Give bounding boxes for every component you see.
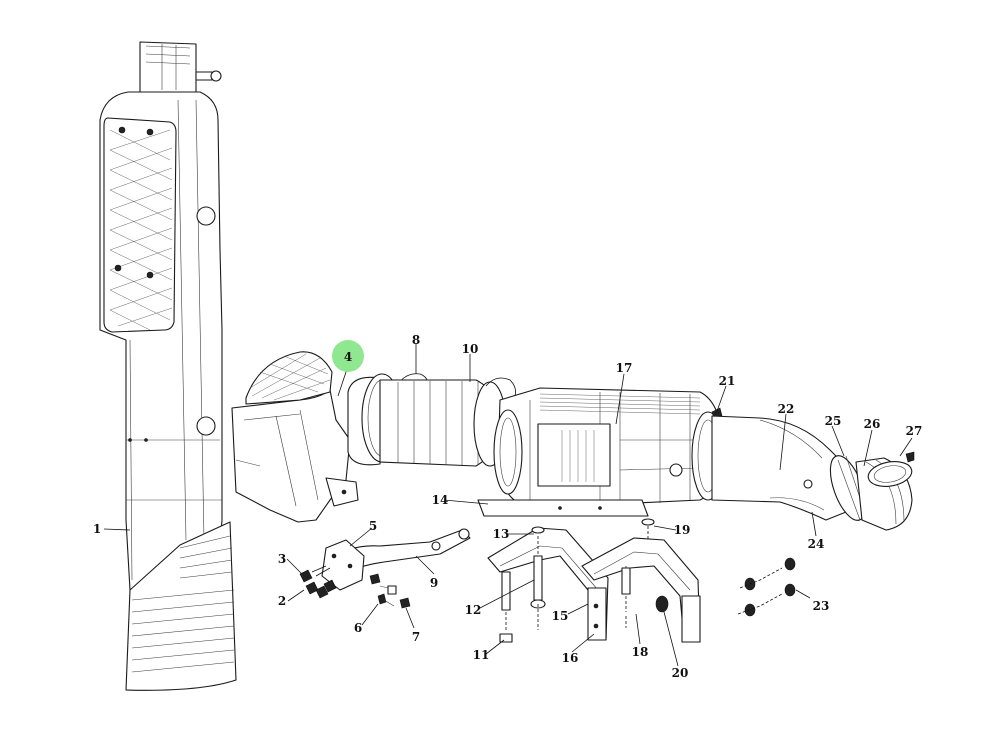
callout-label[interactable]: 1 [93,522,101,536]
part-18-bracket[interactable] [581,537,701,643]
part-27-clamp[interactable] [866,451,915,490]
callout-label[interactable]: 19 [674,523,691,537]
callout-label[interactable]: 20 [672,666,689,680]
callout-label-highlighted[interactable]: 4 [344,350,352,364]
callout-label[interactable]: 13 [493,527,510,541]
part-4-intake-elbow[interactable] [231,351,359,523]
callout-label[interactable]: 5 [369,519,377,533]
callout-label[interactable]: 26 [864,417,881,431]
callout-label[interactable]: 23 [813,599,830,613]
callout-label[interactable]: 22 [778,402,795,416]
callout-label[interactable]: 7 [412,630,420,644]
fastener-group-6-7[interactable] [369,573,411,609]
callout-label[interactable]: 21 [719,374,736,388]
callout-label[interactable]: 27 [906,424,923,438]
callout-labels: 1 2 3 4 5 6 7 8 9 10 11 12 13 14 15 16 1… [93,333,923,680]
callout-label[interactable]: 10 [462,342,479,356]
callout-label[interactable]: 16 [562,651,579,665]
part-11-nut[interactable] [499,571,513,643]
callout-label[interactable]: 8 [412,333,420,347]
part-1-intake-snorkel[interactable] [99,41,237,691]
callout-label[interactable]: 25 [825,414,842,428]
part-12-bolt[interactable] [530,536,546,630]
part-22-outlet-duct[interactable] [711,415,847,521]
part-10-rubber-hose[interactable] [379,377,516,467]
part-15-bracket[interactable] [487,527,609,641]
leader-lines [103,344,913,667]
part-5-bracket-plate[interactable] [321,539,365,591]
callout-label[interactable]: 12 [465,603,482,617]
part-19-washer[interactable] [641,518,655,540]
part-17-air-cleaner[interactable] [477,387,723,517]
callout-label[interactable]: 11 [473,648,490,662]
callout-label[interactable]: 6 [354,621,362,635]
callout-label[interactable]: 15 [552,609,569,623]
callout-label[interactable]: 3 [278,552,286,566]
callout-label[interactable]: 9 [430,576,438,590]
part-23-fasteners[interactable] [737,557,796,617]
part-20-mount[interactable] [621,566,669,628]
callout-label[interactable]: 18 [632,645,649,659]
callout-label[interactable]: 17 [616,361,633,375]
callout-label[interactable]: 2 [278,594,286,608]
part-13-washer[interactable] [531,526,545,534]
callout-label[interactable]: 14 [432,493,449,507]
callout-label[interactable]: 24 [808,537,825,551]
highlight-circle [332,340,364,372]
fastener-group-2-3[interactable] [299,565,337,599]
